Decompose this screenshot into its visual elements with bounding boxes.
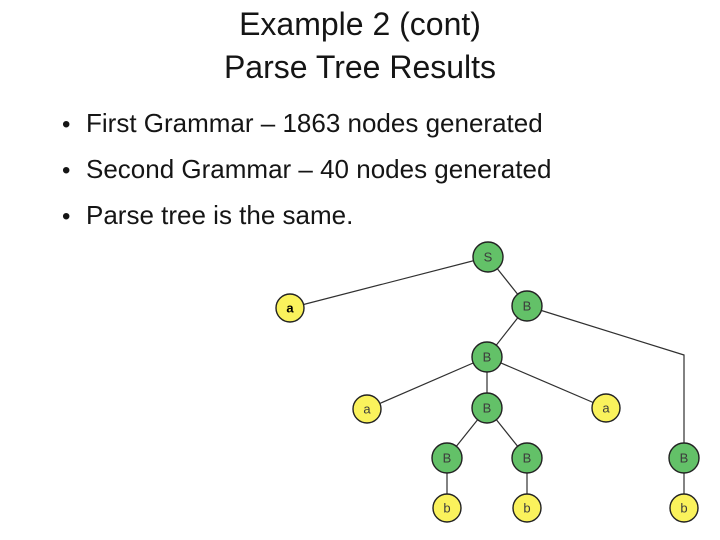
node-label: a bbox=[286, 301, 294, 316]
node-label: B bbox=[523, 451, 532, 466]
bullet-text: Second Grammar – 40 nodes generated bbox=[86, 154, 552, 184]
tree-edge-B1-B6 bbox=[526, 305, 685, 458]
tree-node-a3: a bbox=[591, 393, 621, 423]
bullet-item: • Parse tree is the same. bbox=[62, 193, 551, 239]
slide-title: Example 2 (cont) Parse Tree Results bbox=[0, 3, 720, 89]
tree-edge-B2-a2 bbox=[366, 356, 488, 410]
title-line-1: Example 2 (cont) bbox=[239, 6, 481, 42]
node-circle bbox=[471, 341, 503, 373]
node-circle bbox=[512, 493, 542, 523]
bullet-text: First Grammar – 1863 nodes generated bbox=[86, 108, 543, 138]
tree-edge-S-a1 bbox=[289, 256, 489, 309]
bullet-marker: • bbox=[62, 111, 71, 138]
node-circle bbox=[511, 290, 543, 322]
node-circle bbox=[511, 442, 543, 474]
node-circle bbox=[432, 493, 462, 523]
node-circle bbox=[275, 293, 305, 323]
tree-edge-B2-a3 bbox=[486, 356, 607, 409]
tree-node-a1: a bbox=[275, 293, 305, 323]
tree-node-B5: B bbox=[511, 442, 543, 474]
tree-node-B4: B bbox=[431, 442, 463, 474]
node-circle bbox=[669, 493, 699, 523]
node-label: S bbox=[484, 250, 493, 265]
node-label: B bbox=[483, 401, 492, 416]
bullet-item: • Second Grammar – 40 nodes generated bbox=[62, 147, 551, 193]
tree-node-B6: B bbox=[668, 442, 700, 474]
node-label: B bbox=[680, 451, 689, 466]
node-label: b bbox=[680, 501, 687, 516]
bullet-marker: • bbox=[62, 203, 71, 230]
node-circle bbox=[471, 392, 503, 424]
node-circle bbox=[591, 393, 621, 423]
node-label: a bbox=[602, 401, 610, 416]
node-label: B bbox=[443, 451, 452, 466]
bullet-marker: • bbox=[62, 157, 71, 184]
title-line-2: Parse Tree Results bbox=[223, 49, 497, 85]
node-label: b bbox=[443, 501, 450, 516]
node-label: a bbox=[363, 402, 371, 417]
node-label: b bbox=[523, 501, 530, 516]
bullet-text: Parse tree is the same. bbox=[86, 200, 354, 230]
bullet-item: • First Grammar – 1863 nodes generated bbox=[62, 101, 551, 147]
tree-node-S: S bbox=[472, 241, 504, 273]
tree-node-b2: b bbox=[512, 493, 542, 523]
node-circle bbox=[668, 442, 700, 474]
bullet-list: • First Grammar – 1863 nodes generated •… bbox=[62, 101, 551, 239]
tree-node-a2: a bbox=[352, 394, 382, 424]
node-circle bbox=[352, 394, 382, 424]
node-circle bbox=[472, 241, 504, 273]
tree-node-B3: B bbox=[471, 392, 503, 424]
tree-node-b1: b bbox=[432, 493, 462, 523]
node-label: B bbox=[523, 299, 532, 314]
node-circle bbox=[431, 442, 463, 474]
tree-node-B2: B bbox=[471, 341, 503, 373]
tree-node-b3: b bbox=[669, 493, 699, 523]
node-label: B bbox=[483, 350, 492, 365]
tree-node-B1: B bbox=[511, 290, 543, 322]
